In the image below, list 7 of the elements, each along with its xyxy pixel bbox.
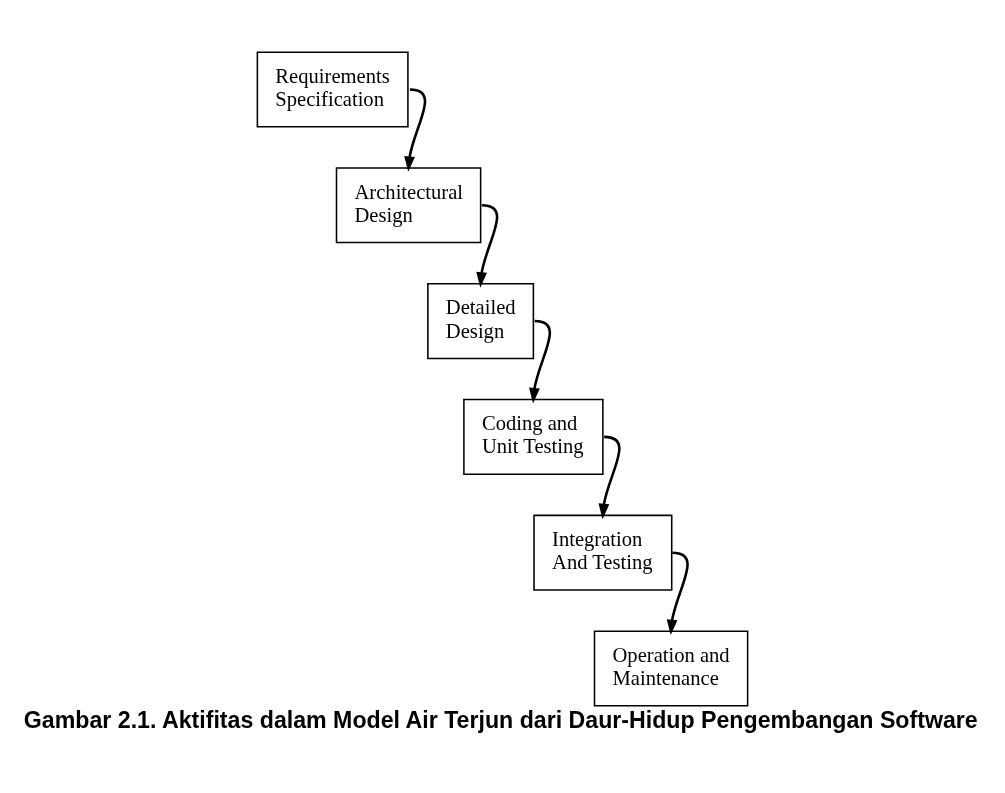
- node-box: Architectural Design: [335, 166, 482, 243]
- node-box: Integration And Testing: [533, 514, 673, 591]
- node-box: Operation and Maintenance: [593, 629, 749, 707]
- node-box: Detailed Design: [427, 282, 535, 359]
- node-box: Coding and Unit Testing: [463, 398, 604, 475]
- caption: Gambar 2.1. Aktifitas dalam Model Air Terjun dari Daur-Hidup Pengembangan Software: [23, 706, 978, 733]
- node-box: Requirements Specification: [256, 50, 409, 128]
